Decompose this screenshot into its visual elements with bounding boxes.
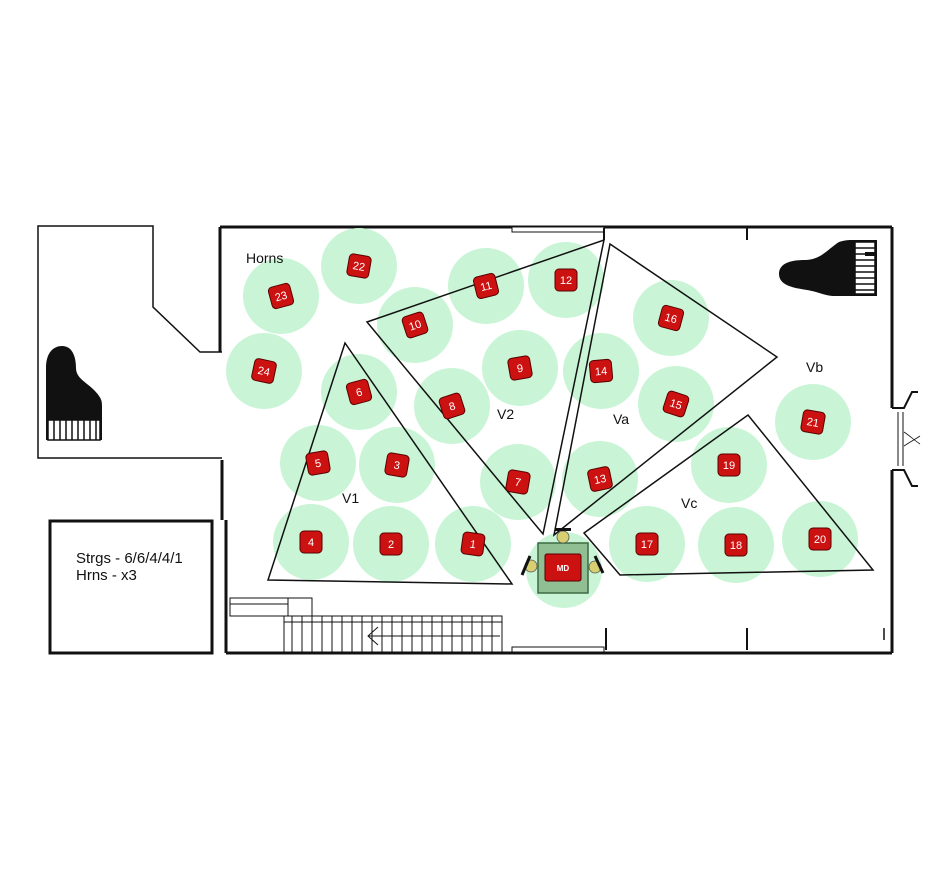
seat[interactable]: 12	[554, 268, 578, 292]
md-label: MD	[557, 564, 570, 573]
seat-number: 17	[641, 539, 653, 551]
seat-number: 12	[560, 275, 572, 287]
section-label-vc: Vc	[681, 495, 697, 511]
seat[interactable]: 10	[401, 311, 429, 339]
seat[interactable]: 3	[384, 452, 410, 478]
seat-number: 13	[593, 473, 607, 487]
seat[interactable]: 22	[346, 253, 372, 279]
seat[interactable]: 13	[587, 466, 613, 492]
seat-number: 2	[388, 539, 394, 551]
section-va-outline	[552, 242, 779, 537]
seat[interactable]: 8	[438, 392, 466, 420]
seat[interactable]: 4	[299, 530, 323, 554]
note-horns: Hrns - x3	[76, 567, 137, 584]
section-label-vb: Vb	[806, 359, 823, 375]
seat-number: 10	[408, 318, 423, 333]
seat[interactable]: 14	[588, 358, 614, 384]
seat[interactable]: 1	[460, 531, 486, 557]
annex-room	[37, 225, 222, 459]
seat-number: 7	[514, 477, 522, 490]
seat-number: 1	[469, 539, 477, 552]
section-vc-outline	[582, 413, 875, 576]
note-strings: Strgs - 6/6/4/4/1	[76, 550, 183, 567]
main-room-walls	[218, 225, 921, 655]
seat[interactable]: 11	[473, 273, 500, 300]
seat-number: 4	[308, 537, 314, 549]
seat-number: 3	[393, 460, 401, 473]
seat[interactable]: 18	[724, 533, 748, 557]
seat[interactable]: 19	[717, 453, 741, 477]
seat-number: 24	[257, 365, 271, 379]
grand-piano-icon	[46, 346, 102, 441]
seat-number: 5	[314, 458, 322, 471]
chair-icon	[556, 530, 570, 544]
seat-zones	[226, 228, 858, 608]
seat[interactable]: 15	[662, 390, 690, 418]
seat[interactable]: 20	[808, 527, 832, 551]
seat-number: 20	[814, 534, 826, 546]
section-label-horns: Horns	[246, 250, 283, 266]
grand-piano-icon	[779, 240, 877, 296]
seat[interactable]: 9	[507, 355, 533, 381]
seat[interactable]: 21	[800, 409, 826, 435]
seat-number: 21	[806, 416, 820, 430]
seat-number: 19	[723, 460, 735, 472]
section-label-v1: V1	[342, 490, 359, 506]
seat[interactable]: 2	[379, 532, 403, 556]
seat[interactable]: 24	[251, 358, 277, 384]
seat-number: 15	[668, 397, 683, 412]
seat-number: 23	[274, 290, 289, 305]
seat-number: 18	[730, 540, 742, 552]
seat-number: 6	[355, 386, 364, 399]
seat-number: 9	[516, 363, 524, 376]
seat[interactable]: 6	[345, 378, 373, 406]
seat[interactable]: 7	[505, 469, 531, 495]
instrumentation-box	[48, 519, 214, 655]
stairs	[229, 597, 503, 653]
seat-number: 11	[479, 280, 493, 294]
seat-number: 14	[594, 365, 607, 378]
seat-number: 16	[663, 312, 678, 327]
seat[interactable]: 16	[657, 304, 685, 332]
seat-number: 22	[352, 260, 366, 274]
seat-number: 8	[448, 400, 458, 413]
section-label-va: Va	[613, 411, 629, 427]
seat[interactable]: 23	[267, 282, 295, 310]
seat[interactable]: 17	[635, 532, 659, 556]
md-podium[interactable]: MD	[520, 528, 605, 594]
seat[interactable]: 5	[305, 450, 331, 476]
section-label-v2: V2	[497, 406, 514, 422]
